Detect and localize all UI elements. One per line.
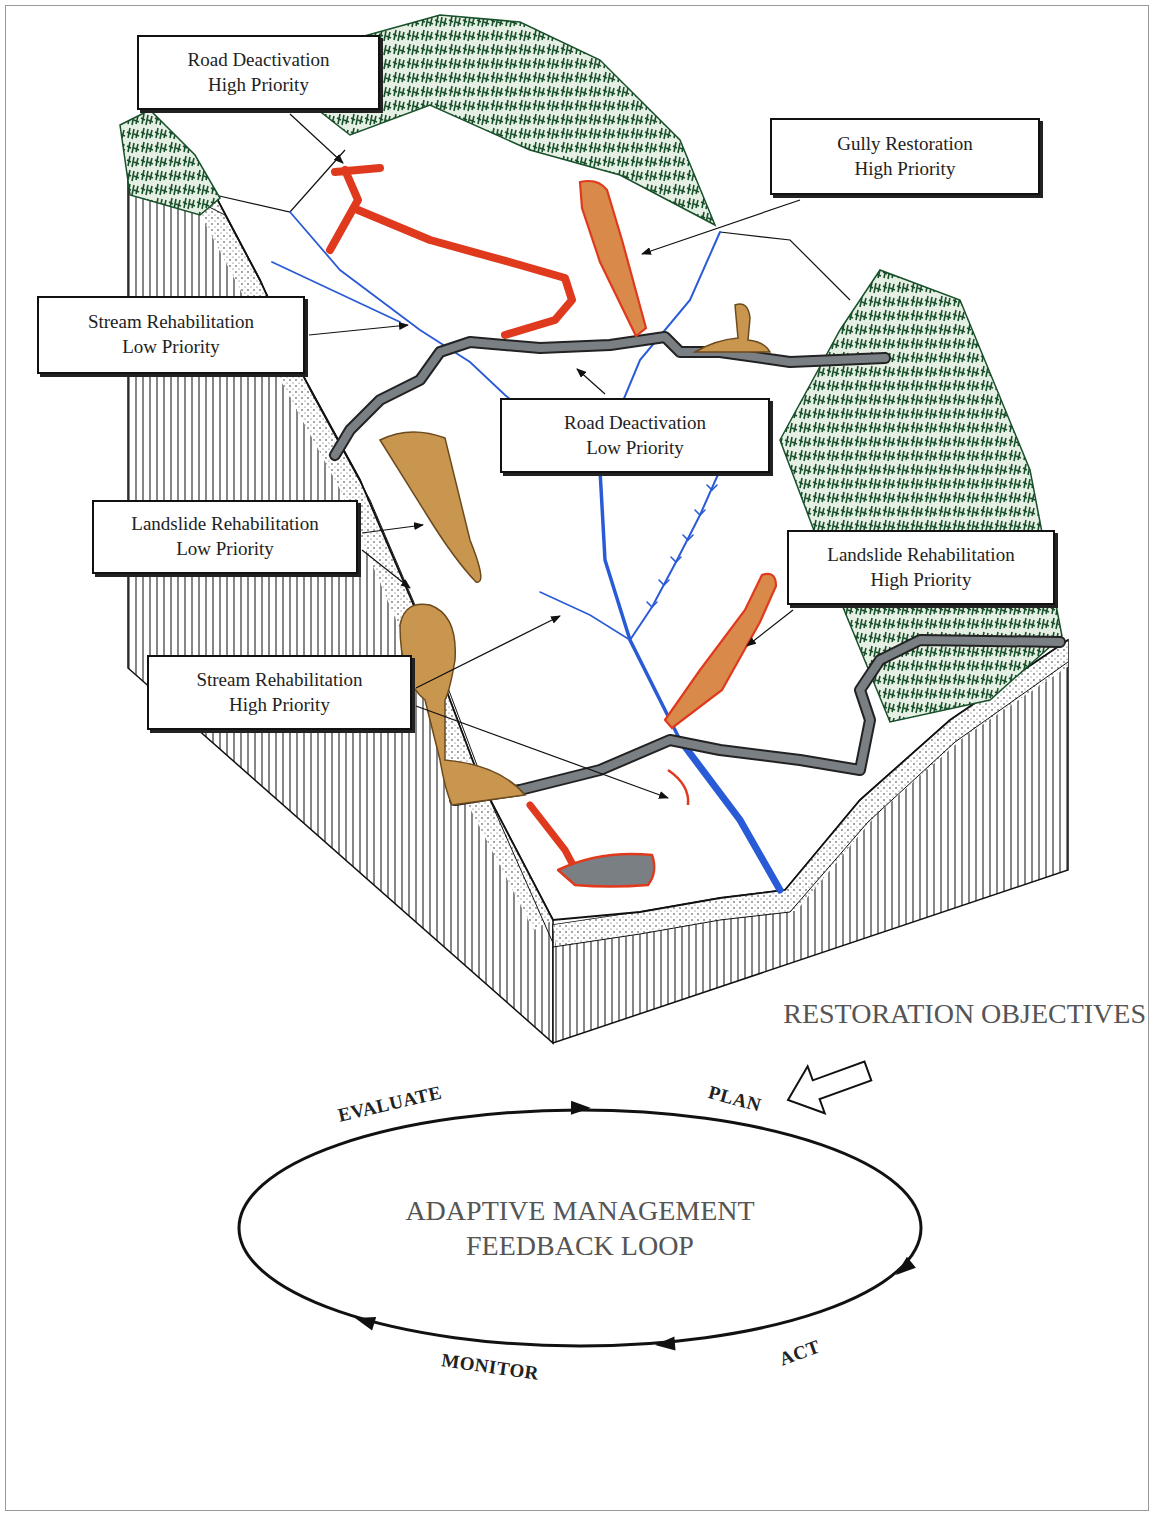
loop-ellipse: ADAPTIVE MANAGEMENT FEEDBACK LOOP (237, 1108, 923, 1348)
label-anchor: RESTORATION OBJECTIVES (783, 998, 1146, 1030)
callout-title: Gully Restoration (837, 132, 973, 157)
callout-title: Road Deactivation (564, 411, 706, 436)
priority-text: High Priority (208, 73, 309, 98)
landslides (380, 181, 776, 805)
label-anchor: EVALUATE (336, 1081, 444, 1126)
objectives-label: RESTORATION OBJECTIVES (783, 998, 1146, 1030)
ellipse-line (239, 1110, 921, 1346)
callout-box: Stream RehabilitationHigh Priority (147, 655, 412, 730)
loop-step-label: MONITOR (440, 1349, 540, 1384)
callout-box: Stream RehabilitationLow Priority (37, 296, 305, 374)
callout-title: Stream Rehabilitation (88, 310, 254, 335)
callout-box: Landslide RehabilitationLow Priority (92, 500, 358, 574)
callout-title: Landslide Rehabilitation (131, 512, 318, 537)
ellipse-outline (237, 1108, 923, 1348)
priority-text: High Priority (871, 568, 972, 593)
priority-text: Low Priority (122, 335, 220, 360)
callout-title: Stream Rehabilitation (196, 668, 362, 693)
block-faces (128, 150, 1068, 1043)
priority-text: Low Priority (176, 537, 274, 562)
roads (330, 168, 1060, 887)
ridge-lines (215, 150, 850, 300)
callout-title: Road Deactivation (188, 48, 330, 73)
priority-text: High Priority (855, 157, 956, 182)
priority-text: High Priority (229, 693, 330, 718)
loop-step-label: ACT (777, 1336, 824, 1371)
label-anchor: MONITOR (440, 1349, 540, 1384)
loop-arrowheads (353, 1101, 916, 1352)
callout-title: Landslide Rehabilitation (827, 543, 1014, 568)
loop-title: ADAPTIVE MANAGEMENT FEEDBACK LOOP (360, 1193, 800, 1263)
callout-box: Road DeactivationHigh Priority (137, 35, 380, 110)
label-anchor: PLAN (706, 1081, 764, 1116)
callout-box: Gully RestorationHigh Priority (770, 118, 1040, 195)
loop-step-label: PLAN (706, 1081, 764, 1116)
loop-step-label: EVALUATE (336, 1081, 444, 1126)
priority-text: Low Priority (586, 436, 684, 461)
objectives-arrow (779, 1047, 876, 1123)
callout-box: Landslide RehabilitationHigh Priority (787, 530, 1055, 605)
label-anchor: ACT (777, 1336, 824, 1371)
callout-box: Road DeactivationLow Priority (500, 398, 770, 473)
